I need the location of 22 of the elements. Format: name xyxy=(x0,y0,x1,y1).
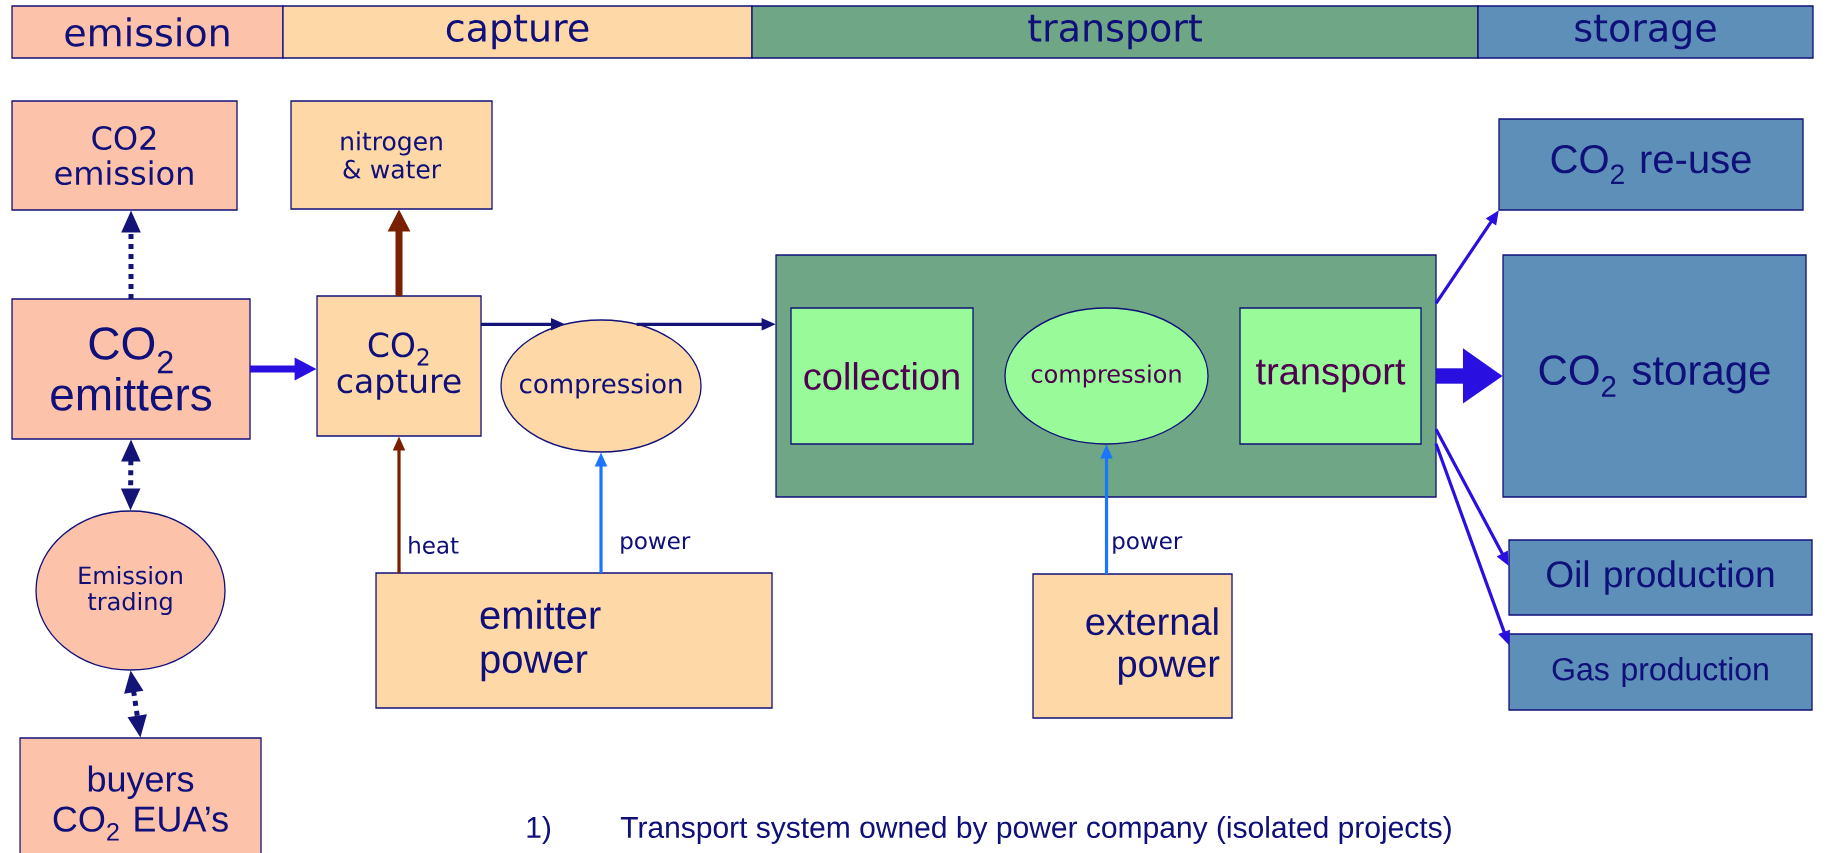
footnote-text: Transport system owned by power company (isolated projects) xyxy=(620,816,1451,844)
process-box: Gas production xyxy=(1508,633,1813,711)
process-box: nitrogen & water xyxy=(290,100,493,210)
process-box: CO$_{2}$ capture xyxy=(316,295,482,437)
process-box: buyers CO$_{2}$ EUA’s xyxy=(19,737,262,853)
process-box: collection xyxy=(790,307,974,445)
footnote-text: 1) xyxy=(527,816,550,844)
process-box: CO$_{2}$ storage xyxy=(1502,254,1807,498)
edge-label: power xyxy=(618,535,692,555)
edge-label: power xyxy=(1110,535,1184,555)
process-box: external power xyxy=(1032,573,1233,719)
stage-band: capture xyxy=(282,5,753,59)
edge-label: heat xyxy=(406,535,461,555)
process-box: Oil production xyxy=(1508,539,1813,616)
process-box: CO2 emission xyxy=(11,100,238,211)
process-box: CO$_{2}$ emitters xyxy=(11,298,251,440)
process-box: transport xyxy=(1239,307,1422,445)
stage-band: emission xyxy=(11,5,284,59)
process-box: emitter power xyxy=(375,572,773,709)
process-box: CO$_{2}$ re-use xyxy=(1498,118,1804,211)
stage-band: transport xyxy=(751,5,1479,59)
stage-band: storage xyxy=(1477,5,1814,59)
